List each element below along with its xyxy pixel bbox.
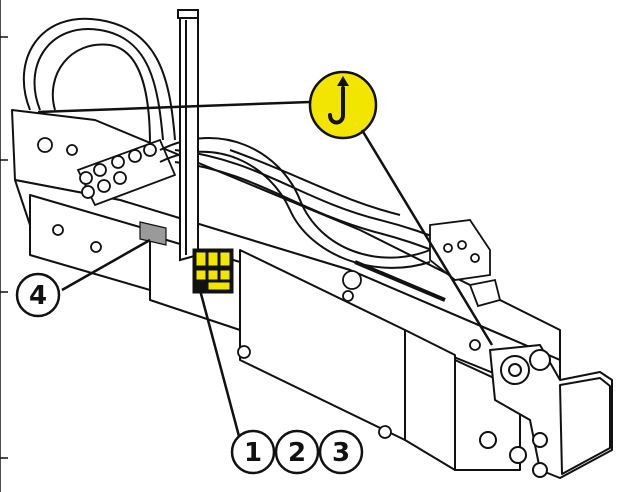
callout-label: 3 <box>332 438 350 468</box>
front-coupling <box>479 344 613 479</box>
mounting-bolts <box>37 137 481 439</box>
callout-3: 3 <box>318 429 364 475</box>
callout-label: 2 <box>288 438 306 468</box>
leader-lines <box>37 100 494 441</box>
callout-1: 1 <box>230 429 276 475</box>
page-border-left <box>0 0 8 492</box>
callout-4: 4 <box>15 272 61 318</box>
callout-2: 2 <box>274 429 320 475</box>
lifting-hook-icon <box>308 70 378 140</box>
callout-label: 1 <box>244 438 262 468</box>
callout-label: 4 <box>29 281 47 311</box>
side-decal <box>139 221 167 246</box>
hydraulic-couplers <box>76 138 177 207</box>
safety-decals <box>192 248 234 294</box>
support-post <box>177 9 199 262</box>
